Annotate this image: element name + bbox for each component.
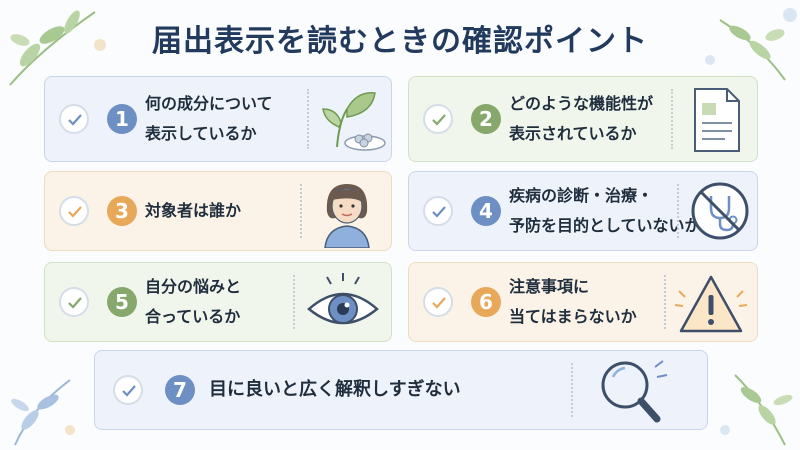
leaf-sprig-top-left-icon [9,10,106,86]
checkpoint-label: 注意事項に当てはまらないか [509,277,637,326]
checkpoint-card-7: 7 目に良いと広く解釈しすぎない [94,350,708,430]
checkpoint-card-6: 6 注意事項に当てはまらないか [408,262,758,342]
checkpoint-label: 目に良いと広く解釈しすぎない [209,379,461,400]
checkpoint-label: 疾病の診断・治療・予防を目的としていないか [509,186,701,235]
check-icon [113,375,143,405]
document-icon [694,88,740,152]
checkpoint-number: 4 [471,196,501,226]
checkpoint-number: 3 [107,196,137,226]
checkpoint-number: 7 [165,375,195,405]
leaf-sprig-bottom-left-icon [11,379,75,446]
check-icon [423,196,453,226]
checkpoint-number: 1 [107,104,137,134]
checkpoint-number: 2 [471,104,501,134]
checkpoint-card-1: 1 何の成分について表示しているか [44,76,392,162]
checkpoint-label: どのような機能性が表示されているか [509,94,654,143]
checkpoint-label: 自分の悩みと合っているか [145,277,242,326]
checkpoint-card-3: 3 対象者は誰か [44,171,392,251]
checkpoint-number: 6 [471,287,501,317]
magnifier-icon [601,360,668,423]
check-icon [423,287,453,317]
no-stethoscope-icon [691,182,749,240]
check-icon [59,104,89,134]
person-icon [324,184,370,248]
check-icon [59,287,89,317]
checkpoint-number: 5 [107,287,137,317]
checkpoint-label: 何の成分について表示しているか [145,94,273,143]
checkpoint-label: 対象者は誰か [145,201,242,220]
leaf-icon [322,92,386,151]
checkpoint-card-5: 5 自分の悩みと合っているか [44,262,392,342]
leaf-sprig-bottom-right-icon [720,374,793,446]
checkpoint-card-2: 2 どのような機能性が表示されているか [408,76,758,162]
check-icon [59,196,89,226]
page-title: 届出表示を読むときの確認ポイント [152,24,648,59]
leaf-sprig-top-right-icon [705,8,797,81]
check-icon [423,104,453,134]
eye-icon [307,273,379,325]
checkpoint-card-4: 4 疾病の診断・治療・予防を目的としていないか [408,171,758,251]
warning-icon [674,275,748,333]
